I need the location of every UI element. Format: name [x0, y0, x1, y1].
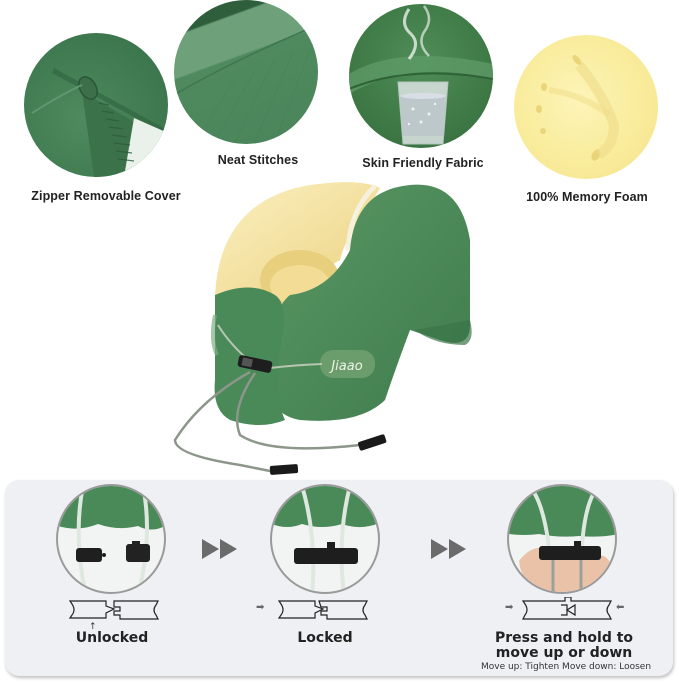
next-step-arrow-icon — [431, 539, 466, 559]
next-step-arrow-icon — [202, 539, 237, 559]
step-label-press-line-2: move up or down — [495, 645, 633, 661]
memory-foam-image — [514, 35, 658, 179]
push-right-arrow-icon: ➡ — [505, 602, 514, 613]
step-label-press-line-1: Press and hold to — [494, 630, 634, 646]
feature-label-zipper: Zipper Removable Cover — [31, 189, 181, 203]
unlocked-diagram-icon — [68, 600, 159, 620]
stitch-icon — [174, 24, 318, 144]
step-image-locked — [270, 484, 380, 594]
zipper-icon — [31, 68, 168, 177]
feature-label-fabric: Skin Friendly Fabric — [362, 156, 484, 170]
neat-stitches-image — [174, 0, 318, 144]
unlocked-buckle-icon — [58, 486, 164, 592]
hand-press-buckle-icon — [509, 486, 615, 592]
up-arrow-icon: ↑ — [89, 622, 97, 632]
adjustment-note: Move up: Tighten Move down: Loosen — [480, 662, 652, 672]
skin-friendly-fabric-image — [349, 4, 493, 148]
press-diagram-icon — [521, 597, 612, 620]
push-arrow-icon: ➡ — [256, 602, 265, 613]
locked-buckle-icon — [272, 486, 378, 592]
step-image-unlocked — [56, 484, 166, 594]
push-left-arrow-icon: ⬅ — [616, 602, 625, 613]
water-glass-icon — [349, 5, 493, 145]
feature-label-foam: 100% Memory Foam — [526, 190, 648, 204]
neck-pillow-product-image: Jiaao — [170, 180, 510, 480]
handprint-foam-icon — [536, 55, 620, 161]
step-label-press-hold: Press and hold to move up or down — [495, 631, 633, 661]
feature-label-stitches: Neat Stitches — [217, 153, 299, 167]
step-label-locked: Locked — [297, 630, 353, 646]
zipper-cover-image — [24, 33, 168, 177]
step-label-unlocked: Unlocked — [75, 630, 149, 646]
neck-pillow-icon: Jiaao — [173, 182, 472, 475]
locked-diagram-icon — [277, 600, 368, 620]
step-image-press-hold — [507, 484, 617, 594]
brand-logo: Jiaao — [328, 359, 362, 374]
